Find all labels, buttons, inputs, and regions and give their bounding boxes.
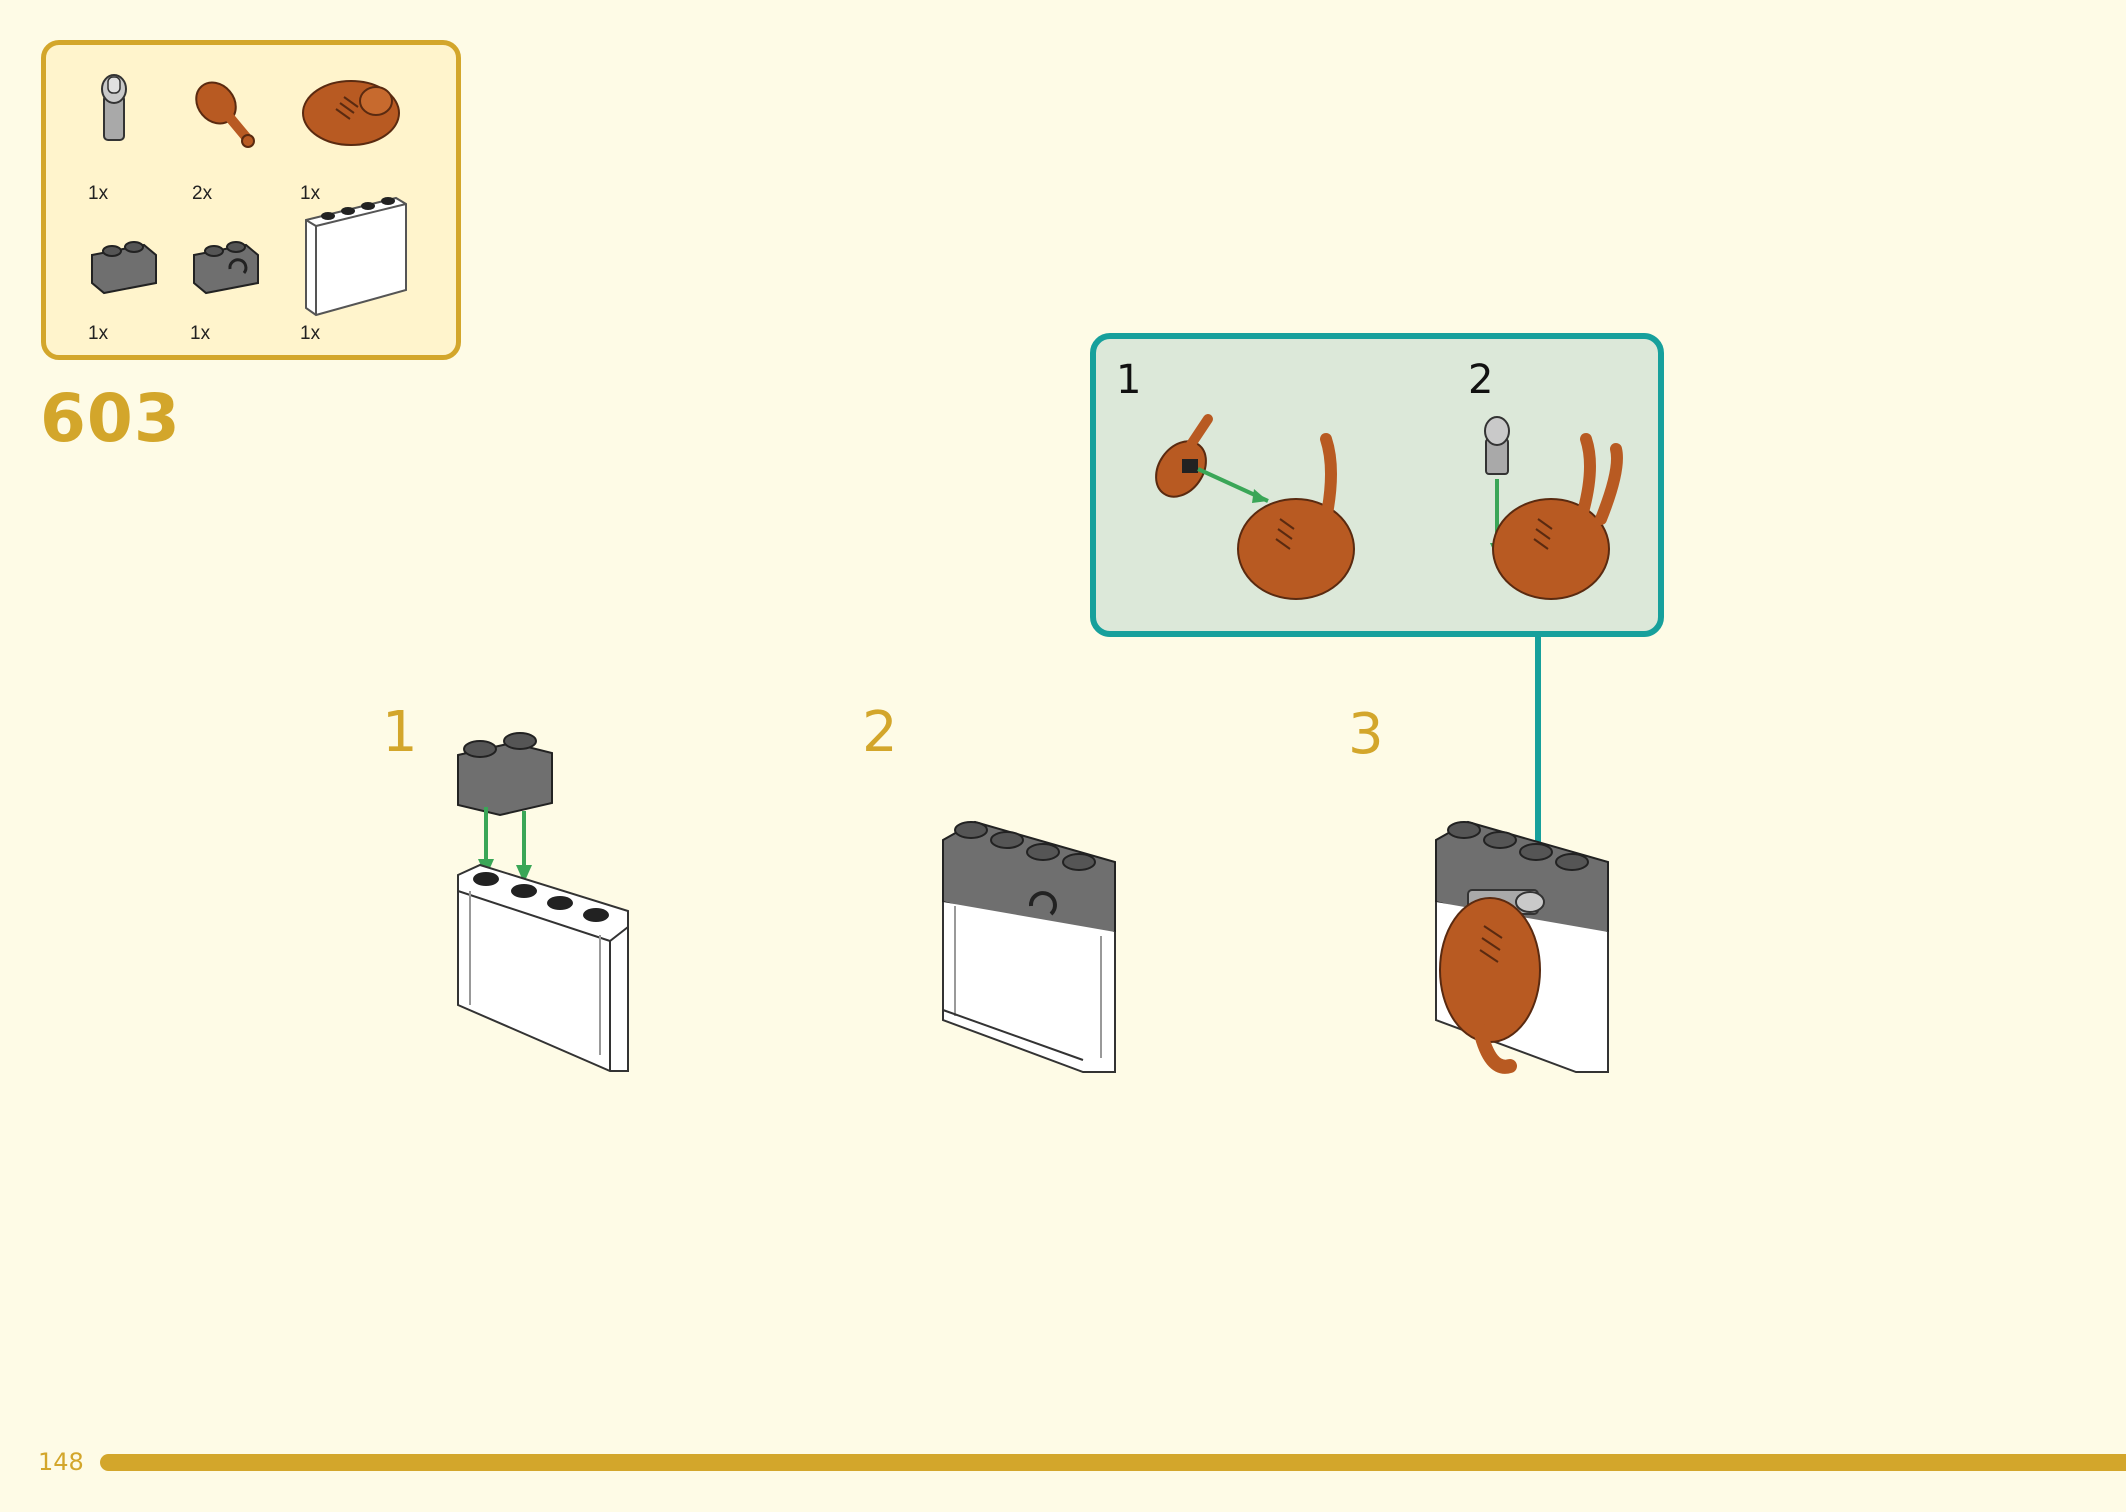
part-quantity: 2x: [192, 183, 213, 204]
part-quantity: 1x: [300, 323, 321, 344]
gray-1x2-brick-icon: [91, 241, 157, 295]
step-number: 3: [1348, 702, 1384, 767]
part-quantity: 1x: [88, 323, 109, 344]
gray-brick-with-clip-icon: [193, 241, 259, 295]
page-progress-bar: [100, 1454, 2126, 1471]
part-drumstick: 2x: [188, 55, 298, 205]
part-gray-brick: 1x: [84, 195, 194, 345]
callout-step-number: 2: [1468, 357, 1494, 403]
page-number: 148: [38, 1448, 84, 1476]
step-3-illustration: [1435, 820, 1609, 1074]
callout-step-2-illustration: [1484, 416, 1623, 600]
parts-list-box: 1x 2x 1x 1x 1x: [41, 40, 461, 360]
callout-step-number: 1: [1116, 357, 1142, 403]
gray-clip-piece-icon: [101, 74, 127, 141]
roast-turkey-piece-icon: [302, 80, 400, 146]
part-quantity: 1x: [88, 183, 109, 204]
part-quantity: 1x: [300, 183, 321, 204]
transparent-panel-icon: [305, 196, 407, 317]
drumstick-piece-icon: [195, 81, 255, 148]
step-group-number: 603: [40, 380, 181, 457]
step-number: 2: [862, 700, 898, 765]
part-quantity: 1x: [190, 323, 211, 344]
step-number: 1: [382, 700, 418, 765]
step-2-illustration: [942, 820, 1116, 1073]
callout-step-1-illustration: [1155, 414, 1355, 600]
part-gray-clip: 1x: [84, 55, 194, 205]
sub-assembly-callout: 1 2: [1090, 333, 1664, 637]
part-roast-turkey: 1x: [296, 55, 406, 205]
part-gray-brick-clip: 1x: [186, 195, 296, 345]
part-transparent-panel: 1x: [296, 180, 416, 345]
step-1-illustration: [457, 732, 629, 1072]
